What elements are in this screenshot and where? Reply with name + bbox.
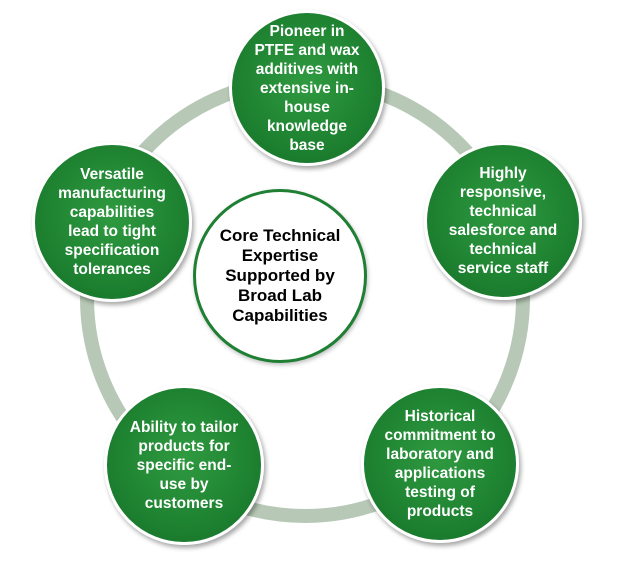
node-bottom-left: Ability to tailor products for specific … <box>104 385 264 545</box>
node-right-text: Highly responsive, technical salesforce … <box>448 165 558 277</box>
node-left-text: Versatile manufacturing capabilities lea… <box>58 166 166 278</box>
center-circle: Core Technical Expertise Supported by Br… <box>193 189 367 363</box>
node-bottom-right: Historical commitment to laboratory and … <box>361 385 519 543</box>
node-top: Pioneer in PTFE and wax additives with e… <box>229 10 385 166</box>
node-bottom-left-text: Ability to tailor products for specific … <box>129 418 239 512</box>
node-right: Highly responsive, technical salesforce … <box>424 142 582 300</box>
node-bottom-right-text: Historical commitment to laboratory and … <box>384 408 496 520</box>
node-top-text: Pioneer in PTFE and wax additives with e… <box>254 22 360 154</box>
node-left: Versatile manufacturing capabilities lea… <box>32 142 192 302</box>
center-text: Core Technical Expertise Supported by Br… <box>219 226 341 325</box>
